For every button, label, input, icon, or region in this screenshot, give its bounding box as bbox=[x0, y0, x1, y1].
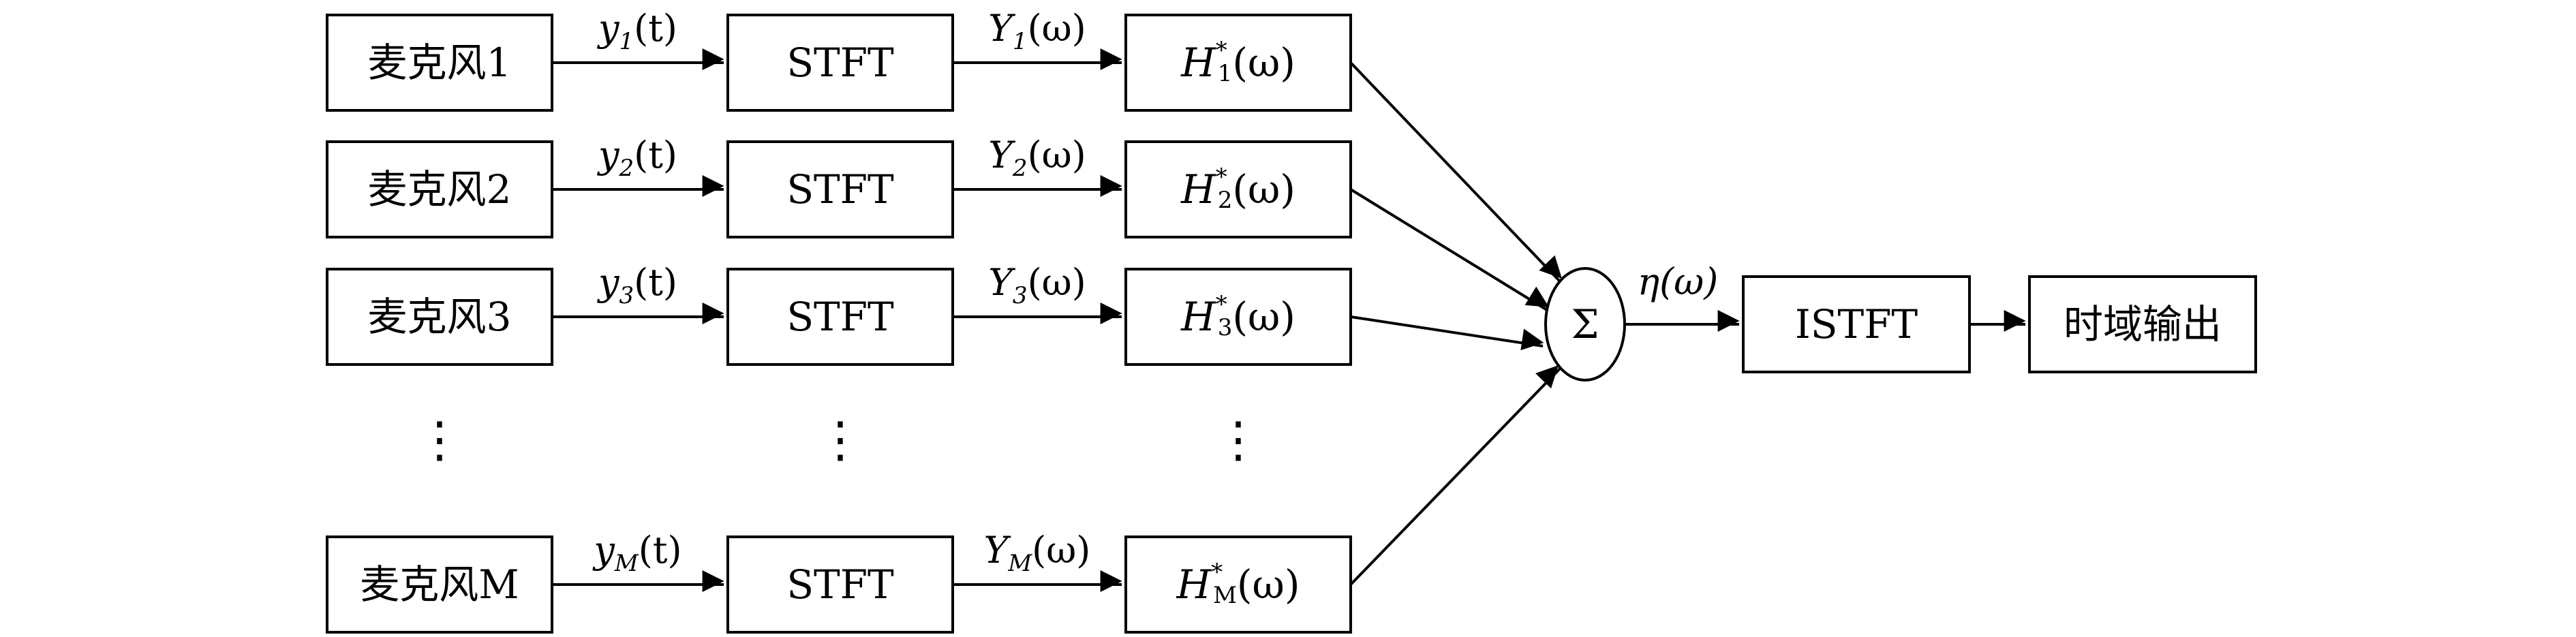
mic-box-2: 麦克风2 bbox=[326, 140, 553, 238]
ellipsis-mic: ⋮ bbox=[415, 411, 464, 468]
row-1: 麦克风1 y1(t) STFT Y1(ω) H*1(ω) bbox=[326, 7, 1352, 112]
spectrum-label-1: Y1(ω) bbox=[988, 7, 1086, 55]
filter-box-2: H*2(ω) bbox=[1124, 140, 1352, 238]
spectrum-label-2: Y2(ω) bbox=[988, 134, 1086, 182]
spectrum-label-m: YM(ω) bbox=[984, 529, 1091, 577]
arrow-filterm-sum bbox=[1349, 365, 1562, 586]
sum-output-label: η(ω) bbox=[1638, 260, 1719, 303]
summation-node: Σ bbox=[1544, 267, 1626, 382]
ellipsis-stft: ⋮ bbox=[816, 411, 865, 468]
sum-symbol: Σ bbox=[1571, 301, 1599, 347]
signal-label-1: y1(t) bbox=[597, 7, 677, 55]
arrow-filter2-sum bbox=[1349, 188, 1550, 311]
mic-label-2: 麦克风2 bbox=[368, 166, 512, 213]
row-m: 麦克风M yM(t) STFT YM(ω) H*M(ω) bbox=[326, 529, 1352, 634]
filter-box-1: H*1(ω) bbox=[1124, 14, 1352, 112]
stft-label-m: STFT bbox=[786, 561, 894, 608]
stft-box-m: STFT bbox=[726, 535, 954, 634]
output-label: 时域输出 bbox=[2064, 301, 2222, 347]
mic-label-3: 麦克风3 bbox=[368, 294, 512, 340]
stft-label-2: STFT bbox=[786, 166, 894, 213]
spectrum-label-3: Y3(ω) bbox=[988, 261, 1086, 309]
filter-label-3: H*3(ω) bbox=[1180, 291, 1295, 341]
istft-label: ISTFT bbox=[1795, 301, 1918, 347]
stft-label-3: STFT bbox=[786, 294, 894, 340]
mic-label-m: 麦克风M bbox=[360, 561, 519, 608]
stft-box-3: STFT bbox=[726, 268, 954, 366]
filter-label-2: H*2(ω) bbox=[1180, 164, 1295, 214]
ellipsis-row: ⋮ ⋮ ⋮ bbox=[415, 411, 1263, 468]
row-2: 麦克风2 y2(t) STFT Y2(ω) H*2(ω) bbox=[326, 134, 1352, 238]
filter-label-1: H*1(ω) bbox=[1180, 37, 1295, 87]
filter-box-m: H*M(ω) bbox=[1124, 535, 1352, 634]
mic-label-1: 麦克风1 bbox=[368, 40, 512, 86]
arrow-filter3-sum bbox=[1350, 315, 1544, 351]
mic-box-1: 麦克风1 bbox=[326, 14, 553, 112]
output-box: 时域输出 bbox=[2028, 275, 2257, 373]
signal-label-2: y2(t) bbox=[597, 134, 677, 182]
signal-label-3: y3(t) bbox=[597, 261, 677, 309]
stft-box-2: STFT bbox=[726, 140, 954, 238]
ellipsis-filter: ⋮ bbox=[1214, 411, 1263, 468]
mic-box-m: 麦克风M bbox=[326, 535, 553, 634]
stft-label-1: STFT bbox=[786, 40, 894, 86]
filter-box-3: H*3(ω) bbox=[1124, 268, 1352, 366]
arrow-filter1-sum bbox=[1349, 61, 1563, 282]
row-3: 麦克风3 y3(t) STFT Y3(ω) H*3(ω) bbox=[326, 261, 1352, 366]
signal-label-m: yM(t) bbox=[592, 529, 681, 577]
filter-label-m: H*M(ω) bbox=[1176, 559, 1300, 609]
istft-box: ISTFT bbox=[1742, 275, 1971, 373]
stft-box-1: STFT bbox=[726, 14, 954, 112]
mic-box-3: 麦克风3 bbox=[326, 268, 553, 366]
